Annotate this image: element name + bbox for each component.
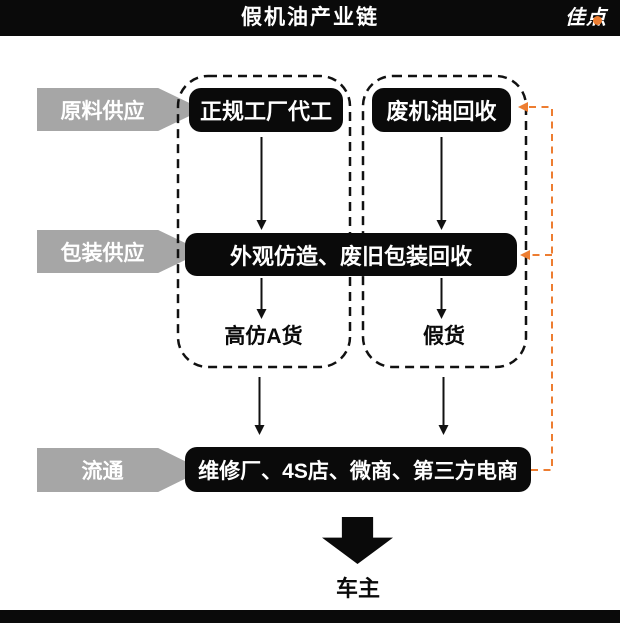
right-dashed-group-border: [361, 74, 528, 369]
flow-arrow-high-imitation-to-channels: [254, 377, 265, 435]
stage-label-text: 原料供应: [60, 99, 145, 123]
flow-arrow-oem-to-packaging: [256, 137, 267, 230]
logo-char-left: 佳: [565, 7, 585, 29]
page-title: 假机油产业链: [241, 6, 379, 29]
orange-arrowhead-to-packaging: [520, 250, 530, 260]
footer-bar: [0, 610, 620, 623]
orange-arrowhead-to-wasteoil: [518, 102, 528, 112]
flow-arrow-wasteoil-to-packaging: [436, 137, 447, 230]
label-car-owner: 车主: [335, 576, 380, 601]
label-fake-goods: 假货: [423, 325, 465, 348]
stage-label-text: 流通: [81, 460, 124, 483]
left-dashed-group-border: [176, 74, 352, 369]
orange-feedback-line-main: [527, 106, 553, 471]
logo-orange-dot: [592, 15, 602, 25]
flow-arrow-packaging-to-fake: [436, 278, 447, 319]
node-waste-oil-recycling: 废机油回收: [372, 88, 511, 132]
flow-arrow-packaging-to-high-imitation: [256, 278, 267, 319]
stage-label-text: 包装供应: [60, 241, 145, 265]
title-bar: 假机油产业链 佳 点: [0, 0, 620, 36]
label-high-imitation-goods: 高仿A货: [224, 325, 303, 348]
node-packaging-imitation: 外观仿造、废旧包装回收: [185, 233, 517, 276]
jiadian-logo: 佳 点: [565, 6, 606, 31]
flow-arrow-fake-to-channels: [438, 377, 449, 435]
logo-char-right: 点: [586, 6, 606, 31]
node-oem-factory: 正规工厂代工: [189, 88, 343, 132]
stage-label-packaging-supply: 包装供应: [37, 230, 203, 273]
node-distribution-channels: 维修厂、4S店、微商、第三方电商: [185, 447, 531, 492]
